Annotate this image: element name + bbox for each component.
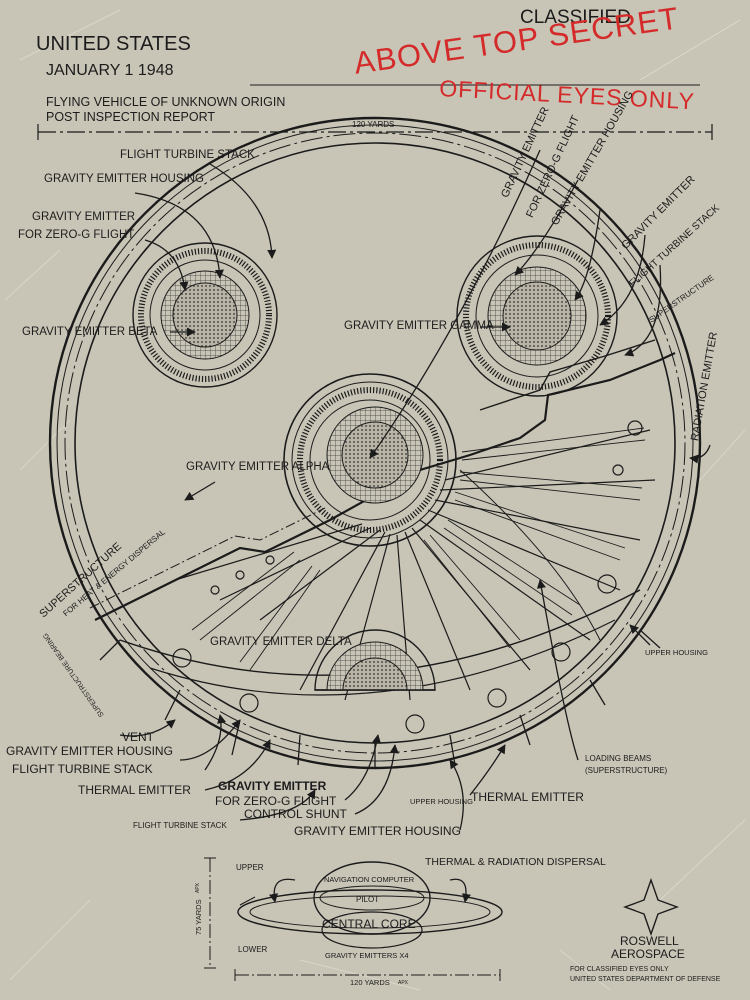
cutaway-section [89,339,676,768]
label-upper-housing-right: UPPER HOUSING [645,648,708,657]
side-view-central-core: CENTRAL CORE [322,917,416,931]
label-gravity-emitter-housing-tl: GRAVITY EMITTER HOUSING [44,173,204,185]
label-gravity-emitter-delta: GRAVITY EMITTER DELTA [210,636,352,648]
side-view-width-unit: APX [398,980,409,986]
label-gravity-emitter-beta: GRAVITY EMITTER BETA [22,326,158,338]
label-for-zero-g-flight-bottom: FOR ZERO-G FLIGHT [215,794,337,808]
classified-label: CLASSIFIED [520,7,631,28]
header-rules [37,84,713,140]
label-gravity-emitter-gamma: GRAVITY EMITTER GAMMA [344,320,494,332]
paper-scratches [4,9,746,991]
label-gravity-emitter-zero-g-2: FOR ZERO-G FLIGHT [18,229,135,241]
side-view-diagram [204,857,503,981]
label-gravity-emitter-alpha: GRAVITY EMITTER ALPHA [186,461,330,473]
gravity-emitter-beta [132,242,278,388]
portholes [172,420,643,734]
label-loading-beams-2: (SUPERSTRUCTURE) [585,766,668,775]
side-view-gravity-emitters: GRAVITY EMITTERS X4 [325,951,409,960]
side-view-height-unit: APX [195,882,201,893]
footer-note-1: FOR CLASSIFIED EYES ONLY [570,966,669,973]
leader-lines [119,149,711,831]
brand-line-1: ROSWELL [620,934,679,948]
footer-note-2: UNITED STATES DEPARTMENT OF DEFENSE [570,976,721,983]
report-title-line-2: POST INSPECTION REPORT [46,110,216,124]
label-control-shunt: CONTROL SHUNT [244,807,347,821]
side-view-navigation-computer: NAVIGATION COMPUTER [324,875,415,884]
label-gravity-emitter-housing-bottom: GRAVITY EMITTER HOUSING [294,824,461,838]
label-flight-turbine-stack-tl: FLIGHT TURBINE STACK [120,149,255,161]
dimension-top-label: 120 YARDS [352,120,395,129]
side-view-thermal-radiation: THERMAL & RADIATION DISPERSAL [425,856,606,868]
side-view-lower: LOWER [238,945,268,954]
label-loading-beams-1: LOADING BEAMS [585,754,652,763]
country-heading: UNITED STATES [36,33,191,55]
label-vent: VENT [122,730,155,744]
gravity-emitter-gamma [456,235,618,397]
side-view-height: 75 YARDS [194,899,203,935]
report-title-line-1: FLYING VEHICLE OF UNKNOWN ORIGIN [46,95,286,109]
label-gravity-emitter-zero-g-1: GRAVITY EMITTER [32,211,136,223]
side-view-width: 120 YARDS [350,978,390,987]
label-flight-turbine-stack-small: FLIGHT TURBINE STACK [133,821,227,830]
label-flight-turbine-stack-bl: FLIGHT TURBINE STACK [12,762,153,776]
side-view-upper: UPPER [236,863,264,872]
label-gravity-emitter-housing-bl: GRAVITY EMITTER HOUSING [6,744,173,758]
brand-line-2: AEROSPACE [611,947,685,961]
gravity-emitter-delta [314,629,436,691]
side-view-pilot: PILOT [356,895,380,904]
gravity-emitter-alpha [283,373,457,547]
label-thermal-emitter-left: THERMAL EMITTER [78,783,191,797]
label-upper-housing-bottom: UPPER HOUSING [410,797,473,806]
report-date: JANUARY 1 1948 [46,62,174,79]
label-gravity-emitter-bold: GRAVITY EMITTER [218,779,327,793]
roswell-star-logo [622,877,680,937]
label-thermal-emitter-right: THERMAL EMITTER [471,790,584,804]
